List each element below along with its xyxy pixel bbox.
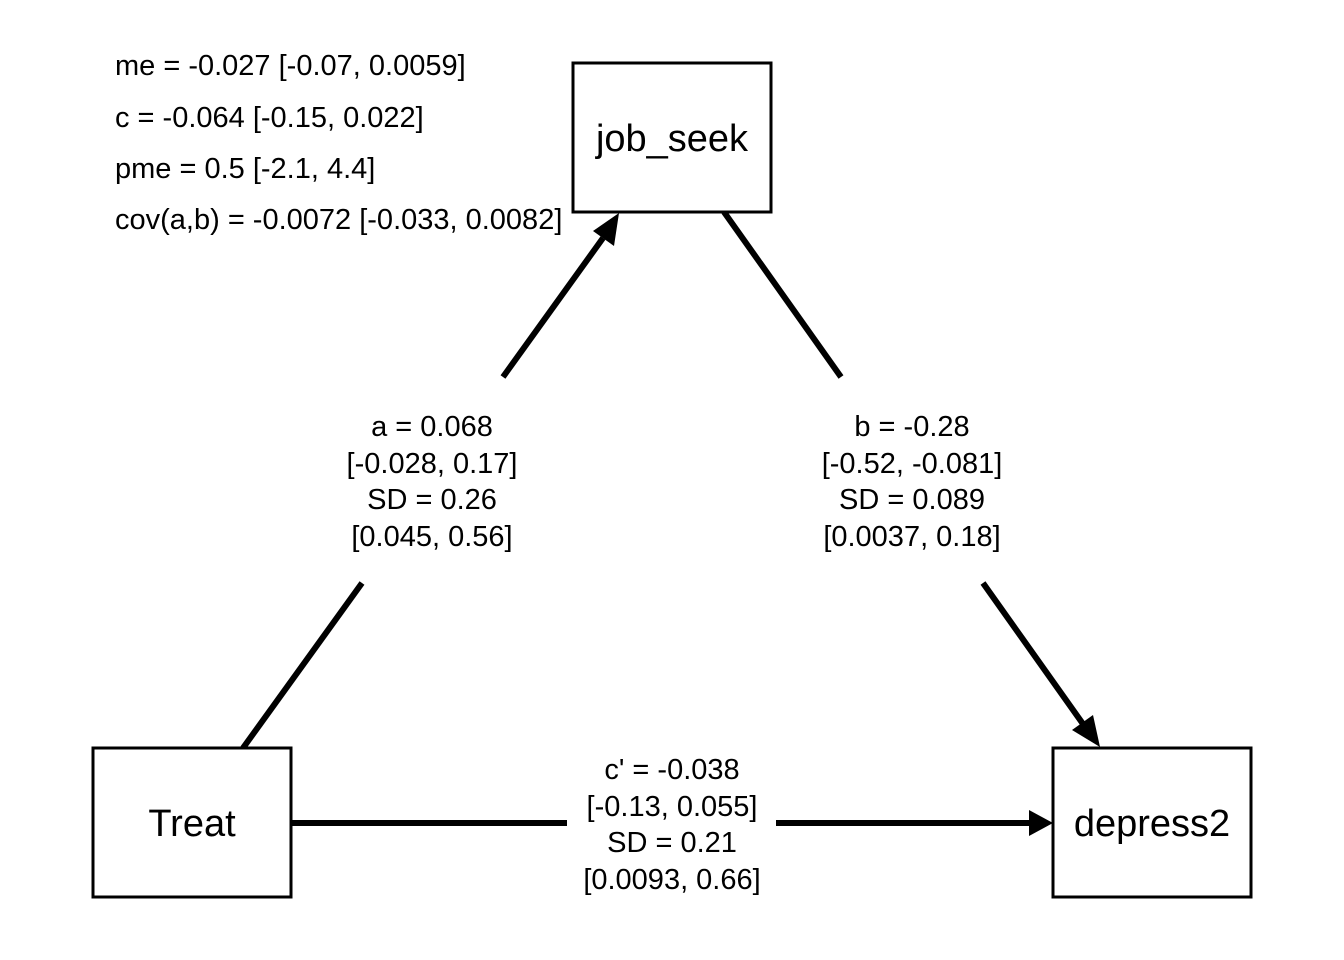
path-b-estimate: b = -0.28 bbox=[854, 411, 969, 443]
summary-c: c = -0.064 [-0.15, 0.022] bbox=[115, 102, 424, 134]
path-b-interval: [-0.52, -0.081] bbox=[822, 448, 1003, 480]
path-a-sd: SD = 0.26 bbox=[367, 484, 497, 516]
path-a-line-lower bbox=[240, 581, 365, 750]
node-treat-box bbox=[91, 746, 293, 899]
path-a-arrowhead bbox=[593, 213, 619, 246]
node-depress2-label: depress2 bbox=[1074, 803, 1230, 845]
summary-me: me = -0.027 [-0.07, 0.0059] bbox=[115, 50, 466, 82]
node-depress2: depress2 bbox=[1051, 746, 1253, 899]
path-c-prime-sd: SD = 0.21 bbox=[607, 827, 737, 859]
path-b-sd-interval: [0.0037, 0.18] bbox=[823, 521, 1000, 553]
node-job-seek: job_seek bbox=[571, 61, 773, 214]
node-job-seek-label: job_seek bbox=[595, 118, 749, 160]
path-b-sd: SD = 0.089 bbox=[839, 484, 985, 516]
summary-pme: pme = 0.5 [-2.1, 4.4] bbox=[115, 153, 375, 185]
path-a-sd-interval: [0.045, 0.56] bbox=[351, 521, 512, 553]
path-c-prime-label: c' = -0.038 [-0.13, 0.055] SD = 0.21 [0.… bbox=[583, 754, 760, 896]
path-a-line-upper bbox=[500, 236, 606, 379]
node-treat-label: Treat bbox=[148, 803, 236, 845]
path-a-estimate: a = 0.068 bbox=[371, 411, 493, 443]
path-b-line-lower bbox=[980, 581, 1086, 726]
path-c-prime-sd-interval: [0.0093, 0.66] bbox=[583, 864, 760, 896]
path-b-label: b = -0.28 [-0.52, -0.081] SD = 0.089 [0.… bbox=[822, 411, 1003, 553]
node-job-seek-box bbox=[571, 61, 773, 214]
path-b-arrowhead bbox=[1072, 715, 1100, 747]
path-a-interval: [-0.028, 0.17] bbox=[347, 448, 518, 480]
summary-stats: me = -0.027 [-0.07, 0.0059] c = -0.064 [… bbox=[115, 50, 562, 236]
node-depress2-box bbox=[1051, 746, 1253, 899]
path-a-label: a = 0.068 [-0.028, 0.17] SD = 0.26 [0.04… bbox=[347, 411, 518, 553]
path-c-prime-arrowhead bbox=[1029, 810, 1053, 836]
node-treat: Treat bbox=[91, 746, 293, 899]
path-c-prime-interval: [-0.13, 0.055] bbox=[587, 791, 758, 823]
path-c-prime-estimate: c' = -0.038 bbox=[604, 754, 739, 786]
path-b-line-upper bbox=[721, 210, 844, 379]
summary-cov: cov(a,b) = -0.0072 [-0.033, 0.0082] bbox=[115, 204, 562, 236]
